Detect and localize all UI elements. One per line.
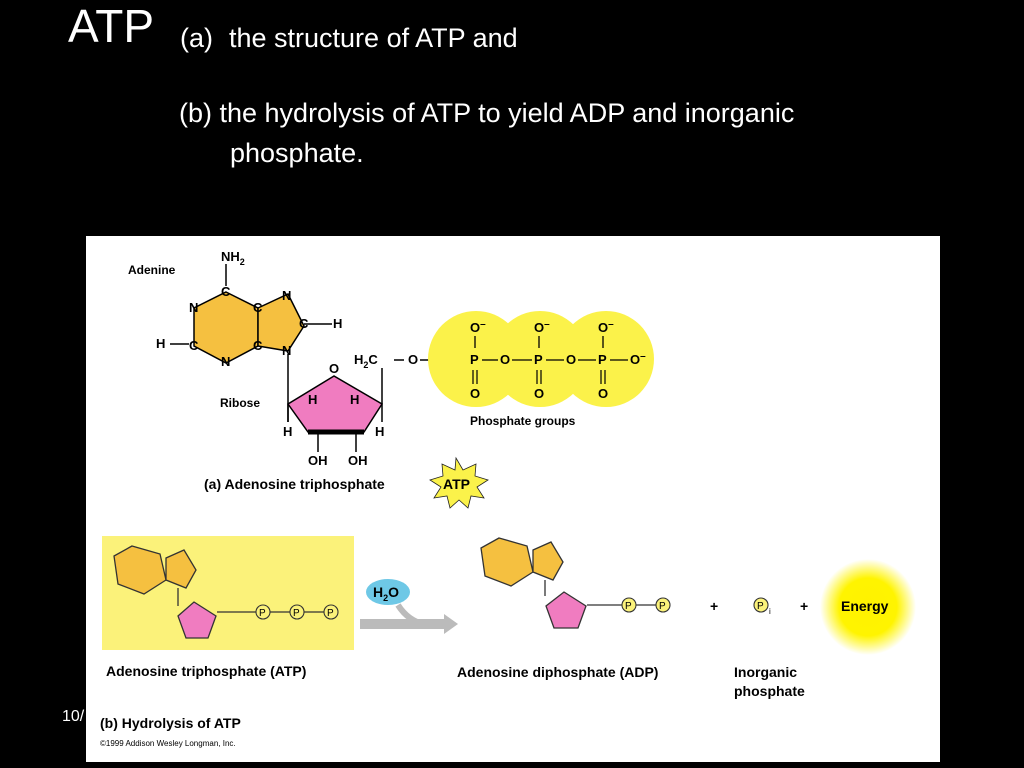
subtitle-b-line1: (b) the hydrolysis of ATP to yield ADP a… xyxy=(179,98,795,128)
adenine-label: Adenine xyxy=(128,263,176,277)
adenine-atom-c3: C xyxy=(253,338,263,353)
copyright-notice: ©1999 Addison Wesley Longman, Inc. xyxy=(100,739,236,748)
bridge-o-2: O xyxy=(566,352,576,367)
atp-label: Adenosine triphosphate (ATP) xyxy=(106,663,306,679)
adenine-atom-n2: N xyxy=(221,354,230,369)
adp-label: Adenosine diphosphate (ADP) xyxy=(457,664,658,680)
adp-ribose-pentagon-icon xyxy=(545,591,587,629)
nh2-label: NH2 xyxy=(221,249,245,267)
adenine-group: Adenine NH2 C C C C C N N N N H H xyxy=(128,249,342,422)
adenine-atom-c1: C xyxy=(221,284,231,299)
arrow-shaft xyxy=(360,619,446,629)
phosphate-o-minus-2: O– xyxy=(534,319,550,335)
ribose-label: Ribose xyxy=(220,396,260,410)
adp-cartoon: P P xyxy=(480,537,671,629)
ribose-outer-h2: H xyxy=(375,424,384,439)
part-b-caption: (b) Hydrolysis of ATP xyxy=(100,715,241,731)
plus-sign-2: + xyxy=(800,598,808,614)
inorganic-phosphate-line2: phosphate xyxy=(734,683,805,699)
phosphate-p-2: P xyxy=(534,352,543,367)
phosphate-p-3: P xyxy=(598,352,607,367)
atp-adenine-pentagon-icon xyxy=(165,549,197,589)
adp-adenine-hexagon-icon xyxy=(480,537,534,587)
hydrolysis-arrow: H2O xyxy=(360,579,458,634)
phosphate-glow-3 xyxy=(558,311,654,407)
terminal-o: O– xyxy=(630,351,646,367)
ribose-inner-h1: H xyxy=(308,392,317,407)
bridge-o-1: O xyxy=(500,352,510,367)
phosphate-o-minus-3: O– xyxy=(598,319,614,335)
inorganic-phosphate-line1: Inorganic xyxy=(734,664,797,680)
part-a-caption: (a) Adenosine triphosphate xyxy=(204,476,385,492)
svg-text:P: P xyxy=(293,608,300,619)
pi-phosphate-icon xyxy=(753,597,769,613)
adenine-five-ring xyxy=(257,293,305,352)
adenine-atom-c4: C xyxy=(189,338,199,353)
phosphate-p-1: P xyxy=(470,352,479,367)
adp-adenine-pentagon-icon xyxy=(532,541,564,581)
footer-date: 10/ xyxy=(62,708,85,725)
atp-badge: ATP xyxy=(443,476,470,492)
svg-text:P: P xyxy=(259,608,266,619)
ribose-outer-h1: H xyxy=(283,424,292,439)
adenine-atom-n4: N xyxy=(282,343,291,358)
atp-starburst-icon: ATP xyxy=(429,456,489,509)
svg-text:P: P xyxy=(757,601,764,612)
atp-figure: Adenine NH2 C C C C C N N N N H H O H2C … xyxy=(100,249,916,748)
ribose-ring xyxy=(286,375,384,433)
ribose-ester-o: O xyxy=(408,352,418,367)
h2o-label: H2O xyxy=(373,584,399,603)
double-bond-o-3: O xyxy=(598,386,608,401)
plus-sign-1: + xyxy=(710,598,718,614)
atp-phosphate-3-icon xyxy=(323,604,339,620)
adenine-atom-c5: C xyxy=(299,316,309,331)
phosphate-groups: O– O– O– P P P O O O– O O O Phosphate gr… xyxy=(428,311,654,428)
adp-phosphate-2-icon xyxy=(655,597,671,613)
energy-label: Energy xyxy=(841,598,889,614)
adenine-atom-n3: N xyxy=(282,288,291,303)
phosphate-glow-2 xyxy=(492,311,588,407)
adenine-atom-h2: H xyxy=(156,336,165,351)
subtitle-a-text: the structure of ATP and xyxy=(229,23,518,53)
arrow-head-icon xyxy=(444,614,458,634)
adenine-atom-h1: H xyxy=(333,316,342,331)
atp-adenine-hexagon-icon xyxy=(113,545,167,595)
adenine-atom-n1: N xyxy=(189,300,198,315)
ribose-o: O xyxy=(329,361,339,376)
atp-ribose-pentagon-icon xyxy=(177,601,217,639)
ribose-oh1: OH xyxy=(308,453,328,468)
subtitle-b-line2: phosphate. xyxy=(230,138,364,168)
ribose-oh2: OH xyxy=(348,453,368,468)
slide-title: ATP xyxy=(68,0,155,52)
double-bond-o-1: O xyxy=(470,386,480,401)
phosphate-groups-label: Phosphate groups xyxy=(470,414,576,428)
pi-subscript: i xyxy=(769,607,771,616)
adenine-six-ring xyxy=(193,291,259,364)
h2c-label: H2C xyxy=(354,352,378,370)
atp-figure-panel: Adenine NH2 C C C C C N N N N H H O H2C … xyxy=(86,236,940,762)
atp-cartoon: P P P xyxy=(113,545,339,639)
ribose-inner-h2: H xyxy=(350,392,359,407)
energy-glow-icon xyxy=(820,559,916,655)
svg-text:P: P xyxy=(327,608,334,619)
phosphate-o-minus-1: O– xyxy=(470,319,486,335)
adenine-atom-c2: C xyxy=(253,300,263,315)
svg-text:P: P xyxy=(659,601,666,612)
svg-text:P: P xyxy=(625,601,632,612)
h2o-bubble xyxy=(366,579,410,605)
double-bond-o-2: O xyxy=(534,386,544,401)
subtitle-a-marker: (a) xyxy=(180,23,213,53)
ribose-group: O H2C O Ribose H H H H OH OH xyxy=(220,352,464,468)
